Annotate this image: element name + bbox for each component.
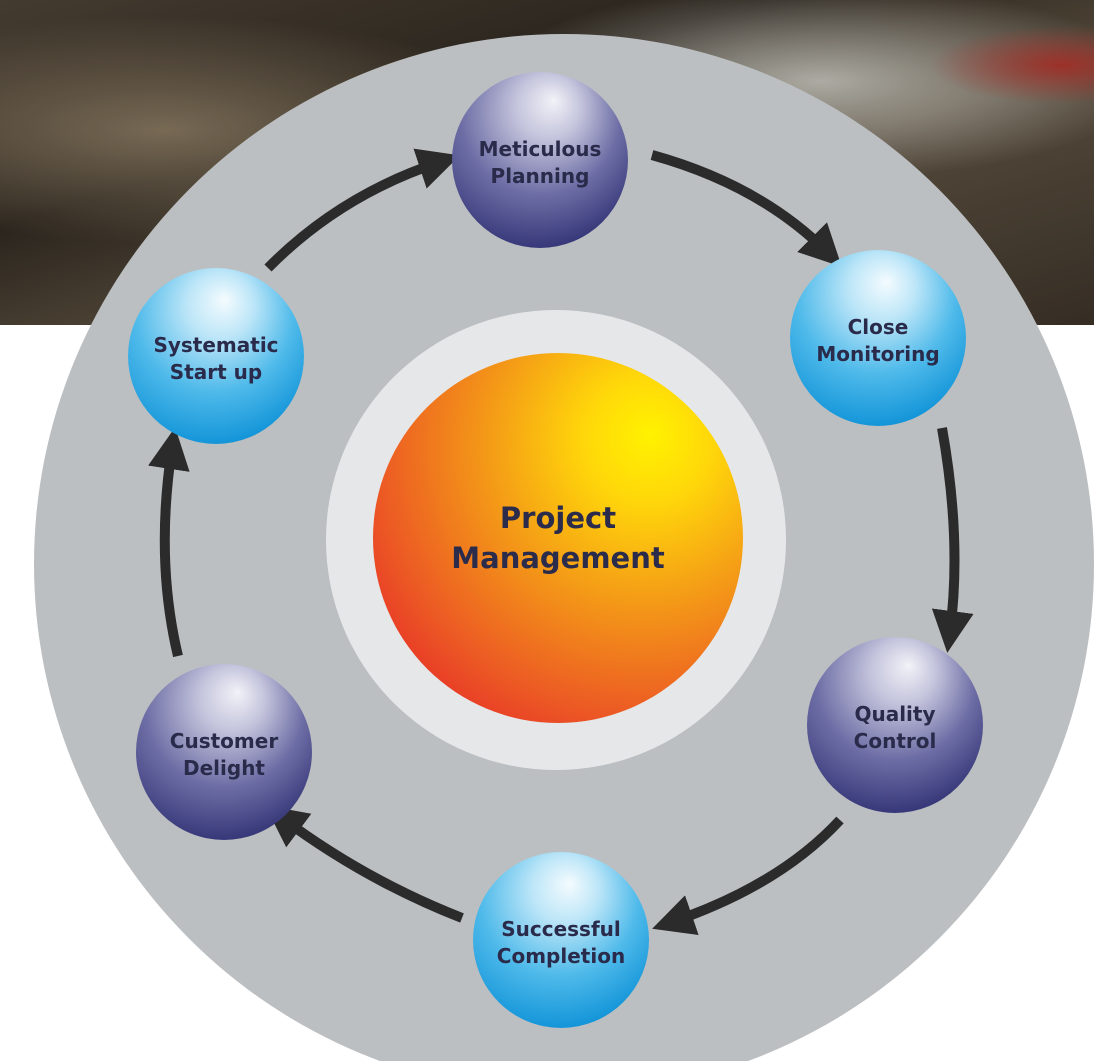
- arrow-systematic-start-up-to-meticulous-planning: [264, 148, 460, 272]
- node-label-line1: Systematic: [153, 333, 278, 357]
- node-label-line2: Start up: [170, 360, 262, 384]
- arrow-successful-completion-to-customer-delight: [265, 805, 464, 923]
- node-label-line2: Control: [854, 729, 937, 753]
- node-sphere-meticulous-planning: [452, 72, 628, 248]
- arrow-customer-delight-to-systematic-start-up: [148, 427, 190, 658]
- node-label-line2: Monitoring: [816, 342, 939, 366]
- node-sphere-customer-delight: [136, 664, 312, 840]
- node-label-line1: Quality: [854, 702, 935, 726]
- node-sphere-close-monitoring: [790, 250, 966, 426]
- cycle-arrows: [148, 148, 974, 936]
- node-label-line1: Close: [848, 315, 909, 339]
- arrow-close-monitoring-to-quality-control: [931, 427, 974, 653]
- node-label-line2: Planning: [491, 164, 590, 188]
- center-label-line2: Management: [451, 541, 665, 575]
- node-label-line1: Successful: [501, 917, 621, 941]
- cycle-nodes: MeticulousPlanningCloseMonitoringQuality…: [128, 72, 983, 1028]
- node-sphere-successful-completion: [473, 852, 649, 1028]
- node-sphere-quality-control: [807, 637, 983, 813]
- center-node: Project Management: [373, 353, 743, 723]
- center-sphere: [373, 353, 743, 723]
- arrow-quality-control-to-successful-completion: [652, 816, 844, 936]
- node-sphere-systematic-start-up: [128, 268, 304, 444]
- node-label-line2: Delight: [183, 756, 265, 780]
- node-label-line2: Completion: [497, 944, 625, 968]
- arrow-meticulous-planning-to-close-monitoring: [650, 150, 842, 267]
- node-label-line1: Meticulous: [479, 137, 602, 161]
- node-label-line1: Customer: [170, 729, 279, 753]
- center-label-line1: Project: [500, 501, 616, 535]
